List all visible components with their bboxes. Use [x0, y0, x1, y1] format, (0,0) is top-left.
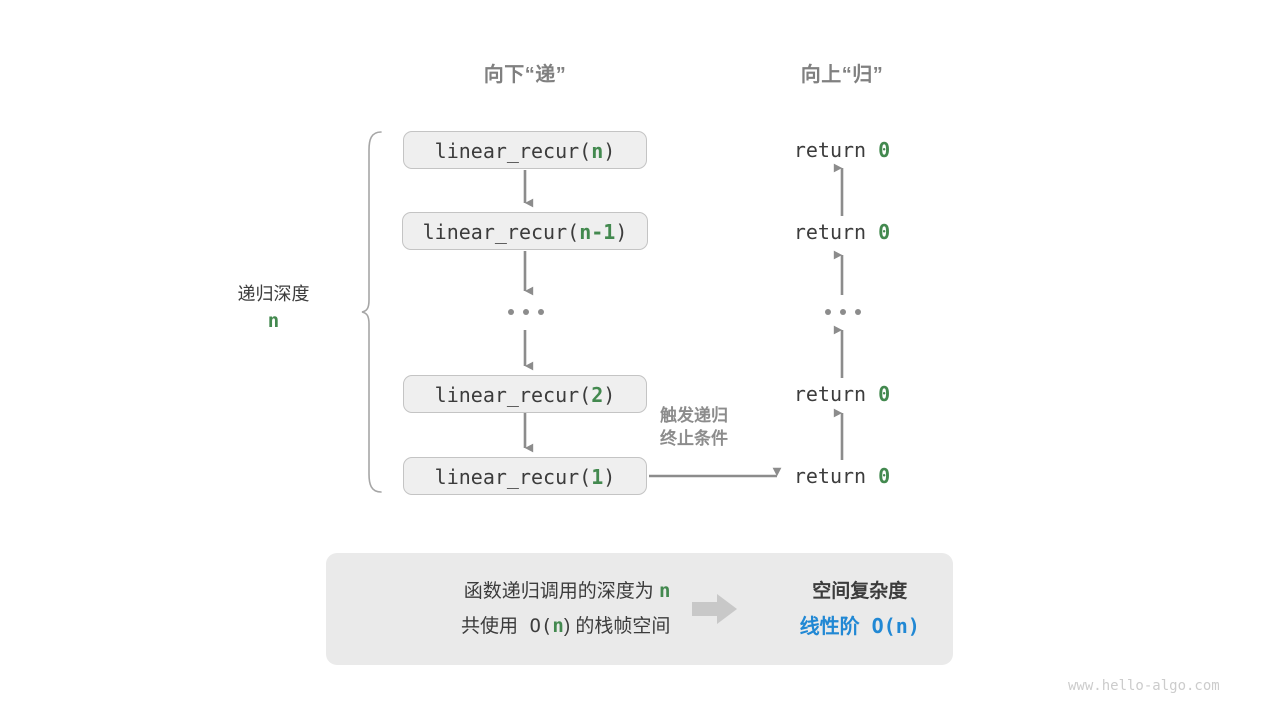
- return-keyword: return: [793, 138, 867, 162]
- terminate-condition-line2: 终止条件: [660, 429, 728, 448]
- call-stack-ellipsis: [508, 309, 544, 315]
- terminate-condition-line1: 触发递归: [660, 406, 728, 425]
- ellipsis-dot: [508, 309, 514, 315]
- callout-result: 空间复杂度 线性阶 O(n): [766, 575, 953, 643]
- call-box-n-minus-1-arg: n-1: [579, 220, 616, 244]
- recursion-depth-text: 递归深度: [237, 284, 310, 304]
- watermark: www.hello-algo.com: [1068, 678, 1220, 694]
- column-header-ascend: 向上“归”: [800, 64, 884, 86]
- call-box-1-suffix: ): [603, 465, 616, 489]
- callout-line-2-prefix: 共使用 O(: [461, 615, 553, 637]
- ellipsis-dot: [825, 309, 831, 315]
- callout-line-1-text: 函数递归调用的深度为: [463, 581, 659, 602]
- call-box-n-minus-1-prefix: linear_recur(: [422, 220, 580, 244]
- return-label-3: return 0: [752, 382, 932, 406]
- call-box-1[interactable]: linear_recur(1): [403, 457, 647, 495]
- implies-arrow-icon: [692, 592, 738, 626]
- ellipsis-dot: [538, 309, 544, 315]
- return-keyword: return: [793, 220, 867, 244]
- call-box-n-prefix: linear_recur(: [434, 139, 592, 163]
- call-box-2-prefix: linear_recur(: [434, 383, 592, 407]
- return-label-1: return 0: [752, 138, 932, 162]
- callout-result-title: 空间复杂度: [812, 581, 908, 602]
- return-label-2: return 0: [752, 220, 932, 244]
- callout-description: 函数递归调用的深度为 n 共使用 O(n) 的栈帧空间: [366, 574, 670, 644]
- call-box-n-arg: n: [591, 139, 604, 163]
- callout-line-2-var: n: [552, 615, 564, 637]
- return-keyword: return: [793, 464, 867, 488]
- complexity-callout: 函数递归调用的深度为 n 共使用 O(n) 的栈帧空间 空间复杂度 线性阶 O(…: [326, 553, 953, 665]
- ellipsis-dot: [840, 309, 846, 315]
- recursion-depth-brace: [361, 131, 382, 493]
- callout-line-2: 共使用 O(n) 的栈帧空间: [366, 609, 670, 644]
- call-box-n-minus-1-suffix: ): [615, 220, 628, 244]
- return-value: 0: [878, 382, 891, 406]
- call-box-2[interactable]: linear_recur(2): [403, 375, 647, 413]
- call-box-n-suffix: ): [603, 139, 616, 163]
- call-box-1-prefix: linear_recur(: [434, 465, 592, 489]
- callout-line-1: 函数递归调用的深度为 n: [366, 574, 671, 609]
- call-box-1-arg: 1: [591, 465, 604, 489]
- callout-result-value: 线性阶 O(n): [799, 614, 920, 638]
- ellipsis-dot: [855, 309, 861, 315]
- callout-line-1-var: n: [658, 580, 671, 602]
- return-label-4: return 0: [752, 464, 932, 488]
- call-box-2-suffix: ): [603, 383, 616, 407]
- return-ellipsis: [825, 309, 861, 315]
- return-value: 0: [878, 220, 891, 244]
- column-header-descend: 向下“递”: [483, 64, 567, 86]
- ellipsis-dot: [523, 309, 529, 315]
- recursion-depth-value: n: [267, 310, 280, 332]
- recursion-depth-label: 递归深度 n: [196, 281, 351, 335]
- callout-line-2-suffix: ) 的栈帧空间: [563, 616, 671, 637]
- return-keyword: return: [793, 382, 867, 406]
- call-box-2-arg: 2: [591, 383, 604, 407]
- return-value: 0: [878, 138, 891, 162]
- terminate-condition-note: 触发递归 终止条件: [660, 404, 728, 450]
- call-box-n-minus-1[interactable]: linear_recur(n-1): [402, 212, 648, 250]
- return-value: 0: [878, 464, 891, 488]
- call-box-n[interactable]: linear_recur(n): [403, 131, 647, 169]
